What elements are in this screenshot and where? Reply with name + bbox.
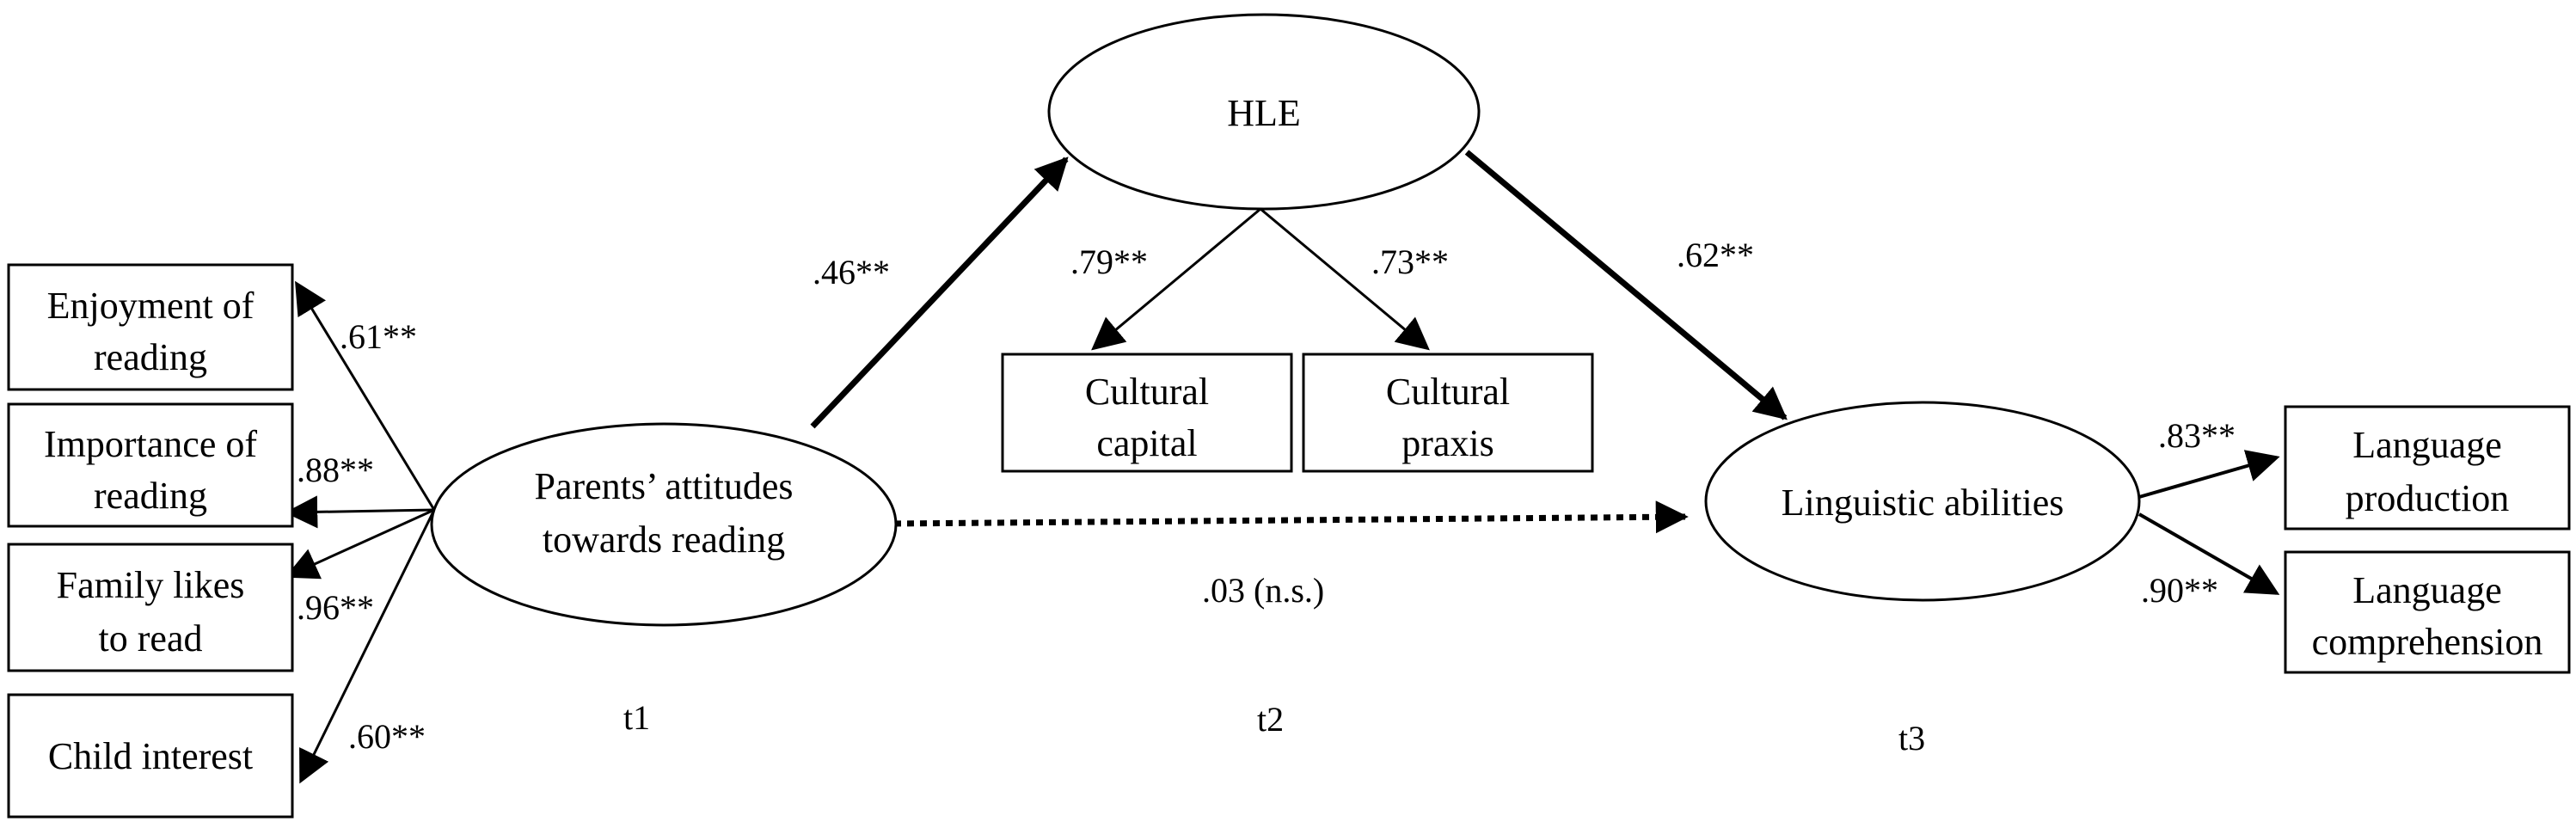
node-lang-prod-line1: Language [2352,424,2501,466]
arrow-parents-to-linguistic [893,500,1689,534]
node-cultural-praxis-line1: Cultural [1386,371,1510,413]
coef-family: .96** [297,588,374,627]
arrow-linguistic-to-production [2138,450,2280,499]
node-cultural-capital-line2: capital [1096,422,1197,464]
node-cultural-capital: Cultural capital [1001,353,1293,473]
time-label-t2: t2 [1257,700,1284,739]
arrow-parents-to-family [285,508,435,580]
node-importance-of-reading: Importance of reading [7,402,294,528]
coef-lang-prod: .83** [2158,416,2236,455]
arrow-parents-to-hle [810,156,1069,429]
coef-parents-to-linguistic: .03 (n.s.) [1202,571,1324,610]
node-language-comprehension: Language comprehension [2284,550,2571,674]
node-cultural-capital-line1: Cultural [1085,371,1209,413]
node-linguistic-label: Linguistic abilities [1782,482,2064,524]
node-parents-label-line1: Parents’ attitudes [535,465,794,507]
coef-hle-to-capital: .79** [1070,242,1148,281]
coef-enjoyment: .61** [340,317,417,356]
node-family-line2: to read [99,617,203,659]
node-hle: HLE [1047,13,1481,211]
node-parents-attitudes: Parents’ attitudes towards reading [430,422,898,627]
coef-hle-to-praxis: .73** [1371,242,1449,281]
coef-parents-to-hle: .46** [813,253,890,291]
node-language-production: Language production [2284,405,2571,531]
node-family-likes-to-read: Family likes to read [7,543,294,672]
node-lang-prod-line2: production [2346,477,2510,519]
arrow-hle-to-praxis [1260,207,1430,351]
time-label-t3: t3 [1898,719,1925,758]
coef-importance: .88** [297,451,374,489]
arrow-hle-to-capital [1091,207,1261,351]
node-enjoyment-line1: Enjoyment of [47,285,255,327]
arrow-parents-to-importance [285,495,435,529]
arrow-parents-to-enjoyment [295,280,436,511]
coef-hle-to-linguistic: .62** [1677,236,1754,274]
node-cultural-praxis-line2: praxis [1401,422,1494,464]
arrow-parents-to-child [299,509,436,784]
node-enjoyment-of-reading: Enjoyment of reading [7,263,294,391]
node-hle-label: HLE [1227,92,1301,134]
node-importance-line1: Importance of [44,423,257,465]
arrow-hle-to-linguistic [1464,150,1788,420]
node-parents-label-line2: towards reading [543,518,785,561]
node-family-line1: Family likes [57,564,245,606]
node-cultural-praxis: Cultural praxis [1302,353,1594,473]
node-child-interest: Child interest [7,693,294,819]
node-enjoyment-line2: reading [94,336,207,378]
arrow-linguistic-to-comprehension [2138,512,2280,595]
coef-lang-comp: .90** [2141,571,2218,610]
node-child-label: Child interest [48,735,253,777]
node-lang-comp-line2: comprehension [2312,621,2543,663]
coef-child: .60** [348,717,426,756]
node-lang-comp-line1: Language [2352,569,2501,611]
time-label-t1: t1 [623,698,650,737]
node-importance-line2: reading [94,475,207,517]
node-linguistic-abilities: Linguistic abilities [1704,401,2141,602]
